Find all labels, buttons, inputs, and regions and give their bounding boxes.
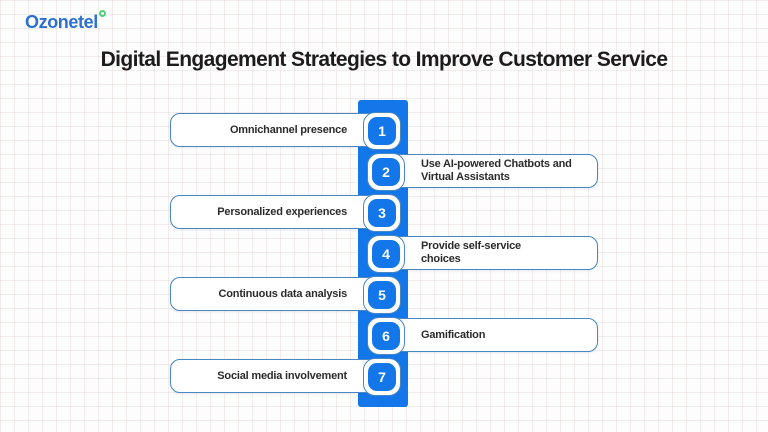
step-number-badge: 2: [367, 152, 405, 191]
step-pill-7: Social media involvement 7: [170, 357, 401, 396]
step-label: Personalized experiences: [217, 205, 347, 218]
step-number: 3: [368, 198, 396, 227]
step-pill-3: Personalized experiences 3: [170, 193, 401, 232]
step-number-badge: 6: [367, 316, 405, 355]
step-label: Gamification: [421, 328, 486, 341]
ozonetel-logo: Ozonetel: [25, 10, 106, 33]
logo-ring-icon: [98, 10, 106, 17]
step-number-badge: 7: [363, 357, 401, 396]
page-title: Digital Engagement Strategies to Improve…: [100, 48, 668, 71]
step-pill-1: Omnichannel presence 1: [170, 111, 401, 150]
step-label: Use AI-powered Chatbots and Virtual Assi…: [421, 158, 572, 183]
step-label: Social media involvement: [217, 369, 347, 382]
logo-text: Ozonetel: [25, 12, 98, 32]
step-label: Provide self-service choices: [421, 240, 521, 265]
step-number: 2: [372, 157, 400, 186]
step-pill-2: Use AI-powered Chatbots and Virtual Assi…: [367, 152, 598, 191]
step-number: 1: [368, 116, 396, 145]
step-number-badge: 1: [363, 111, 401, 150]
step-number-badge: 4: [367, 234, 405, 273]
step-number: 5: [368, 280, 396, 309]
step-label: Omnichannel presence: [229, 123, 347, 136]
step-number: 6: [372, 321, 400, 350]
step-pill-4: Provide self-service choices 4: [367, 234, 598, 273]
step-number: 4: [372, 239, 400, 268]
step-label: Continuous data analysis: [218, 287, 348, 300]
step-number: 7: [368, 362, 396, 391]
step-pill-6: Gamification 6: [367, 316, 598, 355]
step-pill-5: Continuous data analysis 5: [170, 275, 401, 314]
step-number-badge: 3: [363, 193, 401, 232]
step-number-badge: 5: [363, 275, 401, 314]
